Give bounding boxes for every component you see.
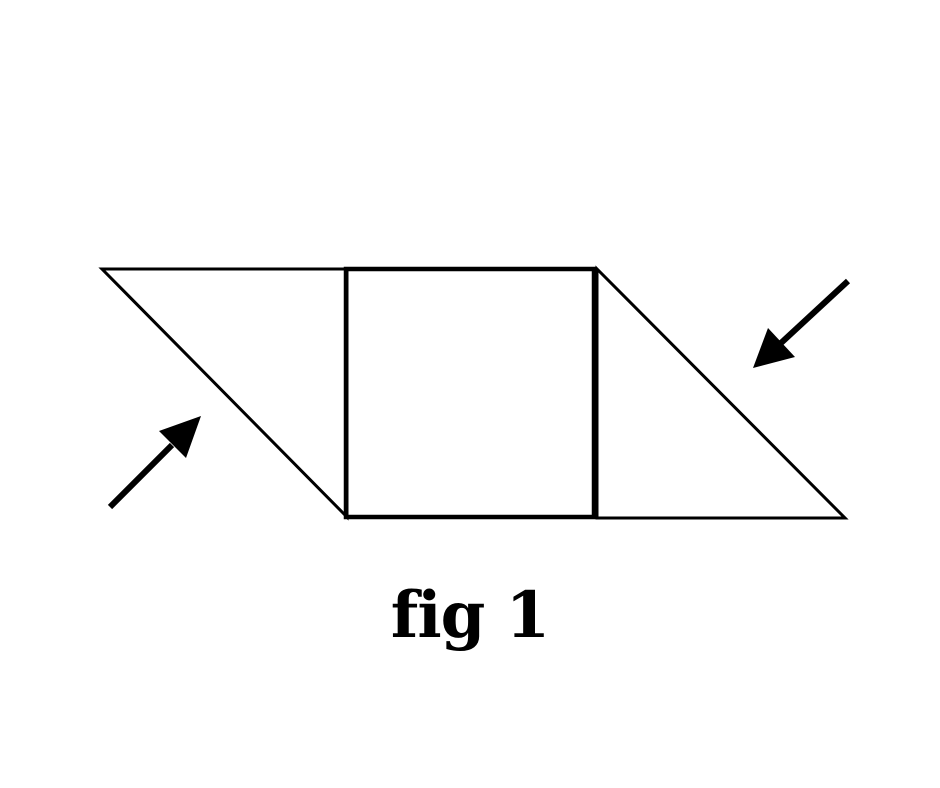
right-arrow [753,278,851,368]
figure-caption: fig 1 [390,578,550,653]
left-arrow [107,416,201,510]
center-square [343,266,597,520]
right-triangle [595,265,849,520]
